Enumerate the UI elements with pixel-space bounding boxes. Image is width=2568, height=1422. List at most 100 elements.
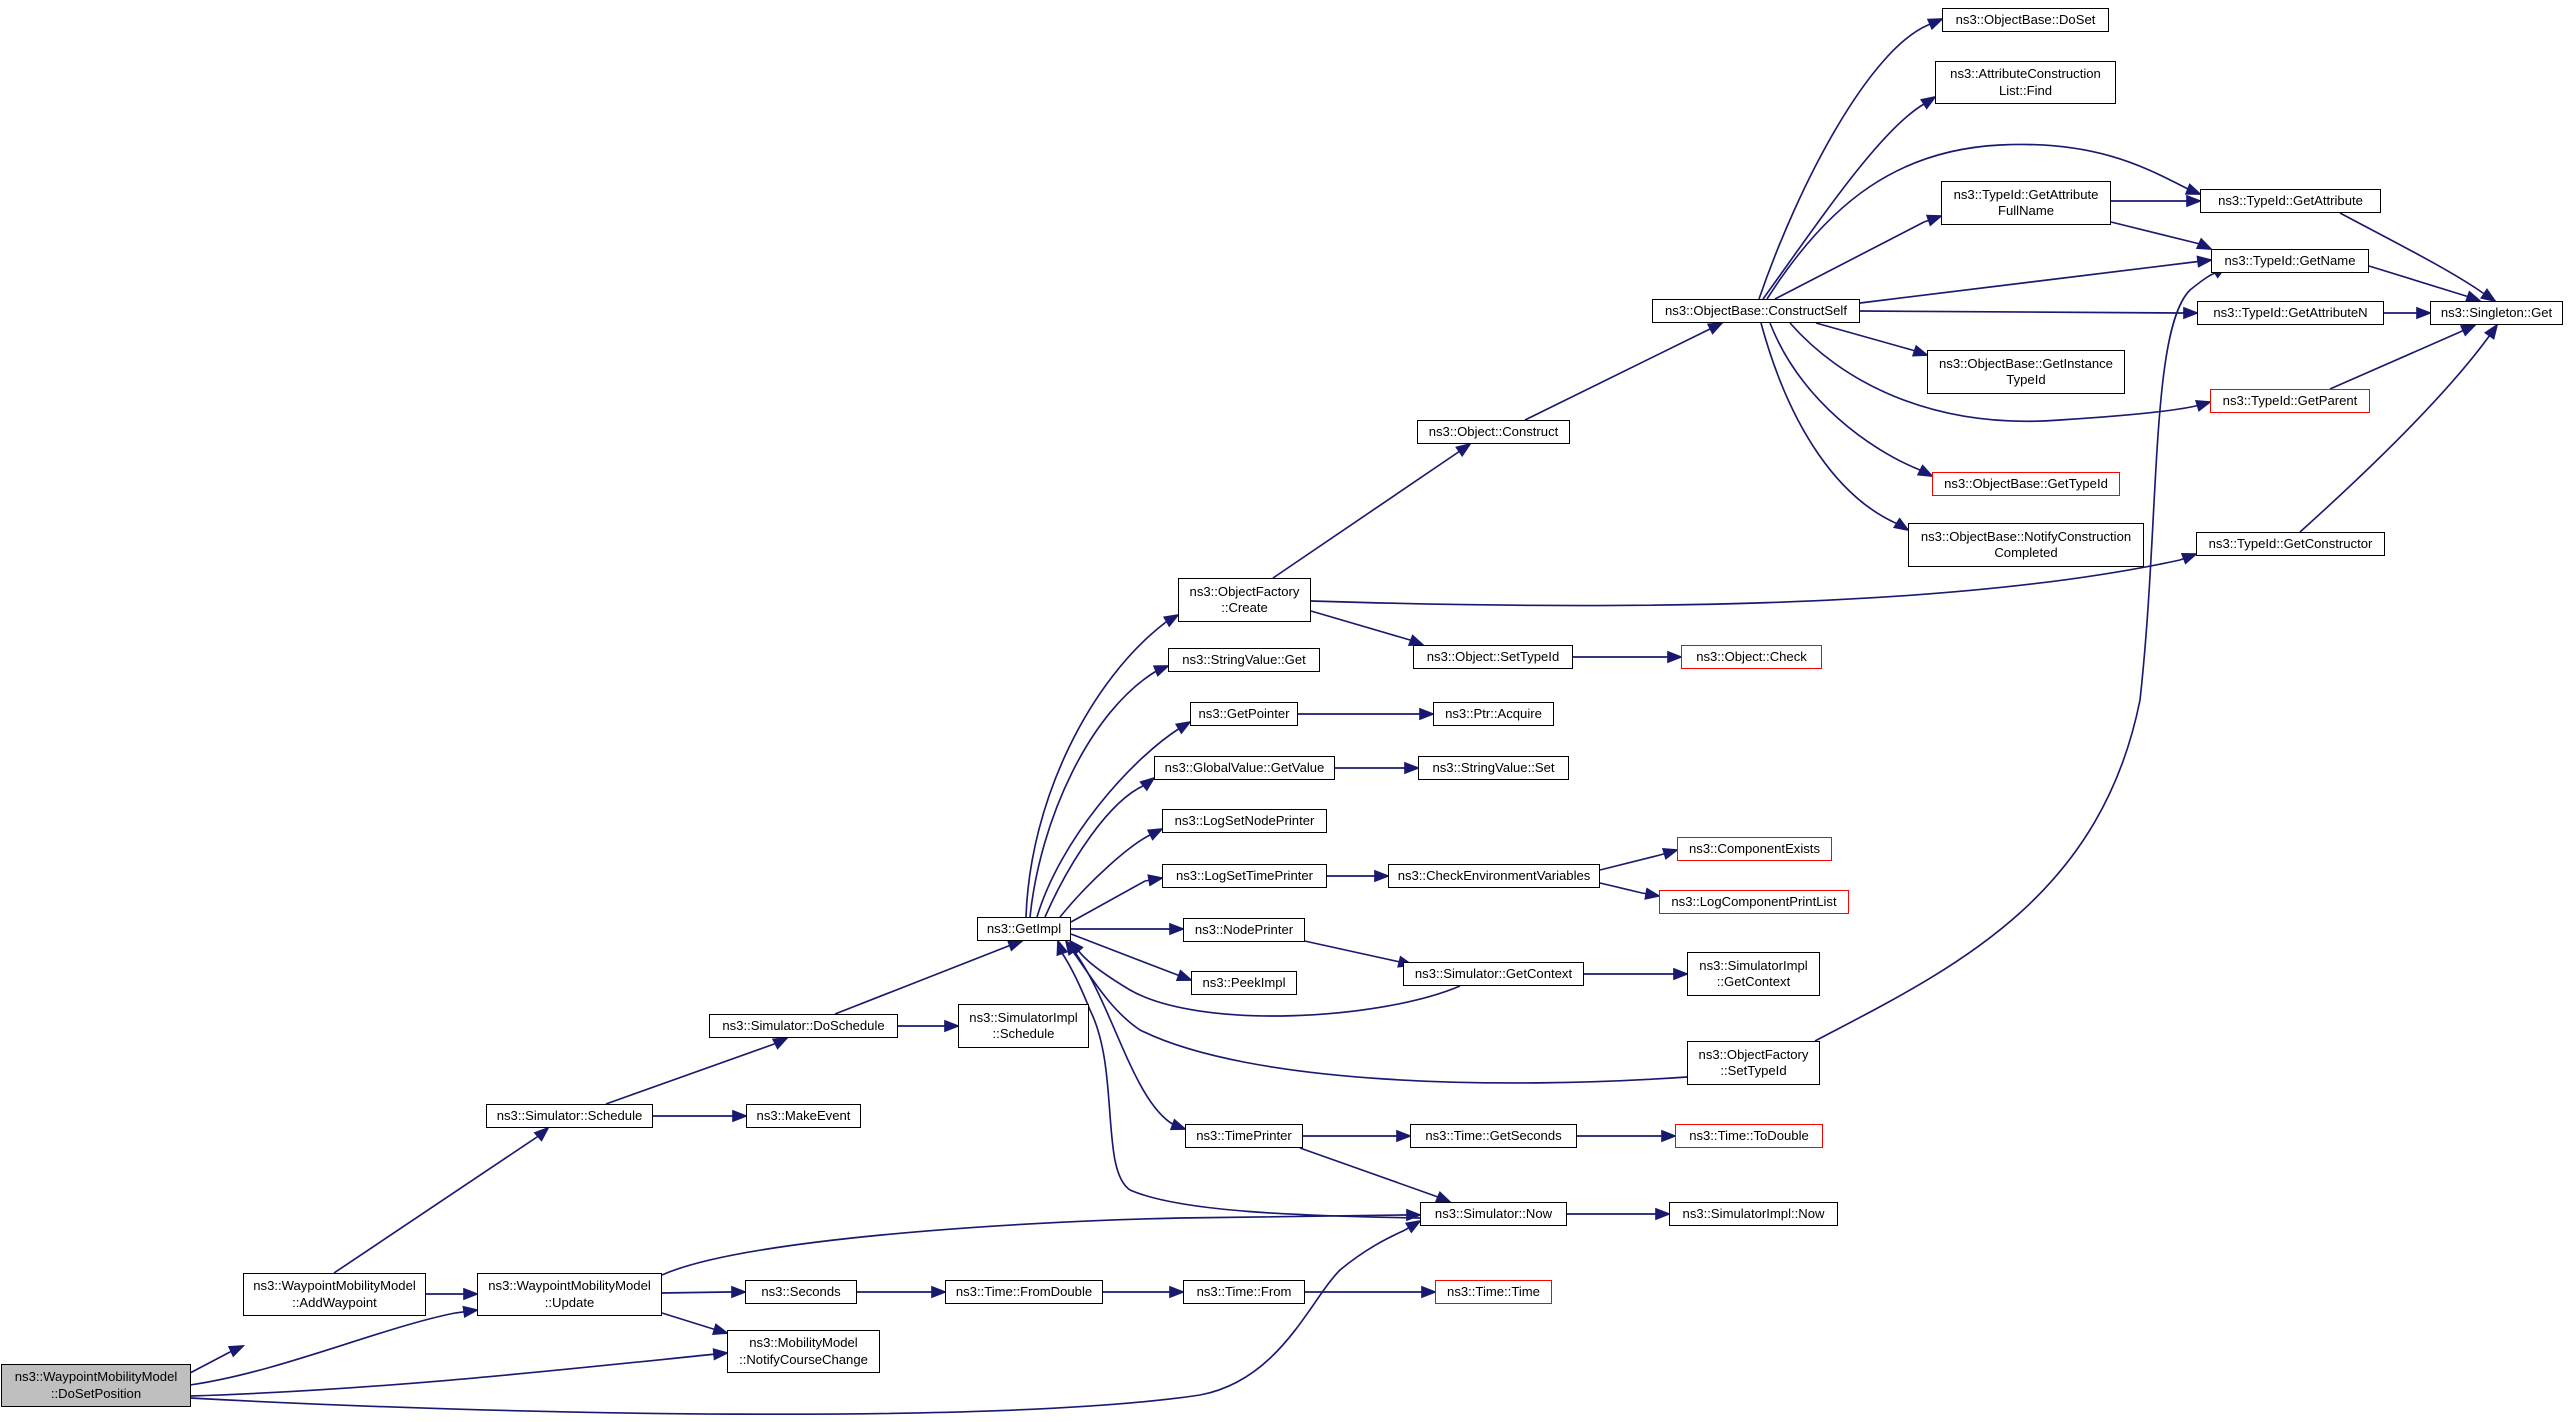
edge-tail xyxy=(2179,553,2197,561)
edge-line xyxy=(1859,261,2195,304)
edge-doSetPosition-simNow xyxy=(189,1219,1422,1416)
edge-tail xyxy=(1144,877,1163,882)
node-getParent[interactable]: ns3::TypeId::GetParent xyxy=(2210,389,2370,413)
node-getContext[interactable]: ns3::Simulator::GetContext xyxy=(1403,962,1584,986)
edge-tail xyxy=(2482,292,2496,302)
edge-tail xyxy=(1459,443,1471,452)
node-svGet[interactable]: ns3::StringValue::Get xyxy=(1168,648,1320,672)
node-getSeconds[interactable]: ns3::Time::GetSeconds xyxy=(1410,1124,1577,1148)
node-update[interactable]: ns3::WaypointMobilityModel ::Update xyxy=(477,1273,662,1316)
node-logComponentPrintList[interactable]: ns3::LogComponentPrintList xyxy=(1659,890,1849,914)
edge-constructSelf-doSet xyxy=(1758,18,1945,300)
edge-logSetTimePrinter-checkEnv xyxy=(1327,869,1391,883)
edge-getImpl-svGet xyxy=(1029,665,1171,918)
edge-constructSelf-getName xyxy=(1859,255,2214,304)
node-getAttributeN[interactable]: ns3::TypeId::GetAttributeN xyxy=(2197,301,2384,325)
node-gvGetValue[interactable]: ns3::GlobalValue::GetValue xyxy=(1154,756,1335,780)
node-objCheck[interactable]: ns3::Object::Check xyxy=(1681,645,1822,669)
edge-tail xyxy=(2199,243,2212,250)
node-implGetContext[interactable]: ns3::SimulatorImpl ::GetContext xyxy=(1687,952,1820,996)
node-notifyConstruction[interactable]: ns3::ObjectBase::NotifyConstruction Comp… xyxy=(1908,523,2144,567)
edge-line xyxy=(189,1354,707,1397)
edge-getImpl-logSetTimePrinter xyxy=(1070,874,1165,923)
edge-tail xyxy=(1157,665,1169,671)
edge-line xyxy=(1859,310,2181,314)
node-constructSelf[interactable]: ns3::ObjectBase::ConstructSelf xyxy=(1652,299,1860,323)
edge-simulatorSchedule-makeEvent xyxy=(653,1109,749,1123)
edge-tail xyxy=(709,1327,728,1334)
edge-gvGetValue-svSet xyxy=(1335,761,1421,775)
edge-getConstructor-singletonGet xyxy=(2299,323,2499,533)
edge-tail xyxy=(1899,524,1909,531)
node-simulatorSchedule[interactable]: ns3::Simulator::Schedule xyxy=(486,1104,653,1128)
node-nodePrinter[interactable]: ns3::NodePrinter xyxy=(1183,918,1305,942)
edge-nodePrinter-getContext xyxy=(1299,939,1415,968)
node-getInstanceTypeId[interactable]: ns3::ObjectBase::GetInstance TypeId xyxy=(1927,350,2125,394)
node-seconds[interactable]: ns3::Seconds xyxy=(745,1280,857,1304)
edge-constructSelf-getParent xyxy=(1789,322,2213,423)
edge-line xyxy=(1070,880,1146,923)
edge-tail xyxy=(1404,1220,1421,1231)
edge-tail xyxy=(1010,940,1023,946)
edge-tail xyxy=(2193,259,2212,263)
node-componentExists[interactable]: ns3::ComponentExists xyxy=(1677,837,1832,861)
node-logSetNodePrinter[interactable]: ns3::LogSetNodePrinter xyxy=(1162,809,1327,833)
edge-line xyxy=(189,1229,1406,1416)
node-notifyCourseChange[interactable]: ns3::MobilityModel ::NotifyCourseChange xyxy=(727,1330,880,1373)
edge-ofCreate-objConstruct xyxy=(1272,442,1472,579)
node-logSetTimePrinter[interactable]: ns3::LogSetTimePrinter xyxy=(1162,864,1327,888)
node-toDouble[interactable]: ns3::Time::ToDouble xyxy=(1675,1124,1823,1148)
edge-line xyxy=(2299,334,2491,533)
node-getConstructor[interactable]: ns3::TypeId::GetConstructor xyxy=(2196,532,2385,556)
node-addWaypoint[interactable]: ns3::WaypointMobilityModel ::AddWaypoint xyxy=(243,1273,426,1316)
edge-timePrinter-getSeconds xyxy=(1303,1129,1413,1143)
edge-line xyxy=(2339,212,2484,294)
node-timeTime[interactable]: ns3::Time::Time xyxy=(1435,1280,1552,1304)
edge-ofCreate-objSetTypeId xyxy=(1310,610,1426,646)
node-objSetTypeId[interactable]: ns3::Object::SetTypeId xyxy=(1413,645,1573,669)
edge-tail xyxy=(776,1037,788,1044)
edge-line xyxy=(1789,322,2201,423)
edge-getContext-implGetContext xyxy=(1584,967,1690,981)
edge-line xyxy=(1065,940,1175,1126)
node-doSchedule[interactable]: ns3::Simulator::DoSchedule xyxy=(709,1014,898,1038)
node-doSet[interactable]: ns3::ObjectBase::DoSet xyxy=(1942,8,2109,32)
node-peekImpl[interactable]: ns3::PeekImpl xyxy=(1191,971,1297,995)
edge-line xyxy=(1815,322,1913,351)
edge-tail xyxy=(1065,940,1075,954)
node-fromDouble[interactable]: ns3::Time::FromDouble xyxy=(945,1280,1103,1304)
node-svSet[interactable]: ns3::StringValue::Set xyxy=(1418,756,1569,780)
node-objConstruct[interactable]: ns3::Object::Construct xyxy=(1417,420,1570,444)
edge-getAttributeN-singletonGet xyxy=(2384,306,2433,320)
node-getImpl[interactable]: ns3::GetImpl xyxy=(977,917,1071,941)
edge-line xyxy=(1070,933,1176,975)
edge-simNow-implNow xyxy=(1567,1207,1672,1221)
node-implNow[interactable]: ns3::SimulatorImpl::Now xyxy=(1669,1202,1838,1226)
node-ptrAcquire[interactable]: ns3::Ptr::Acquire xyxy=(1433,702,1554,726)
edge-constructSelf-attrListFind xyxy=(1762,95,1937,300)
node-getName[interactable]: ns3::TypeId::GetName xyxy=(2211,249,2369,273)
node-attrListFind[interactable]: ns3::AttributeConstruction List::Find xyxy=(1935,61,2116,104)
edge-line xyxy=(1077,949,1461,1017)
edge-line xyxy=(189,1351,231,1374)
node-implSchedule[interactable]: ns3::SimulatorImpl ::Schedule xyxy=(958,1004,1089,1048)
node-singletonGet[interactable]: ns3::Singleton::Get xyxy=(2430,301,2563,325)
edge-getAttrFullName-getName xyxy=(2110,221,2214,250)
node-getAttrFullName[interactable]: ns3::TypeId::GetAttribute FullName xyxy=(1941,181,2111,225)
node-timePrinter[interactable]: ns3::TimePrinter xyxy=(1185,1124,1303,1148)
edge-getPointer-ptrAcquire xyxy=(1298,707,1436,721)
node-doSetPosition: ns3::WaypointMobilityModel ::DoSetPositi… xyxy=(1,1364,191,1407)
node-checkEnv[interactable]: ns3::CheckEnvironmentVariables xyxy=(1388,864,1600,888)
node-ofSetTypeId[interactable]: ns3::ObjectFactory ::SetTypeId xyxy=(1687,1041,1820,1085)
node-makeEvent[interactable]: ns3::MakeEvent xyxy=(746,1104,861,1128)
edge-line xyxy=(1769,322,1921,471)
edge-line xyxy=(333,1134,541,1274)
node-getAttribute[interactable]: ns3::TypeId::GetAttribute xyxy=(2200,189,2381,213)
edge-line xyxy=(1310,559,2181,607)
node-obGetTypeId[interactable]: ns3::ObjectBase::GetTypeId xyxy=(1932,472,2120,496)
node-simNow[interactable]: ns3::Simulator::Now xyxy=(1420,1202,1567,1226)
node-timeFrom[interactable]: ns3::Time::From xyxy=(1183,1280,1305,1304)
node-ofCreate[interactable]: ns3::ObjectFactory ::Create xyxy=(1178,578,1311,622)
edge-tail xyxy=(539,1127,549,1136)
node-getPointer[interactable]: ns3::GetPointer xyxy=(1190,702,1298,726)
